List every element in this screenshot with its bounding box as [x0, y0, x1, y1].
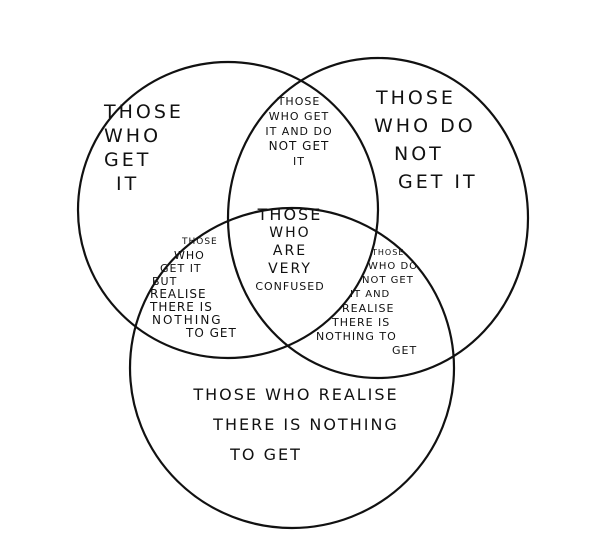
circle-those-who-realise-nothing-to-get — [128, 206, 456, 530]
region-line: REALISE — [150, 287, 207, 301]
region-line: TO GET — [186, 326, 237, 340]
region-line: WHO DO — [374, 115, 476, 137]
region-line: THOSE — [182, 237, 218, 247]
region-line: GET — [392, 344, 418, 357]
region-line: IT AND — [350, 289, 391, 300]
region-label-do-not-get-it-and-realise: THOSE WHO DO NOT GET IT AND REALISE THER… — [316, 246, 418, 358]
circle-those-who-get-it — [76, 60, 380, 360]
region-line: THERE IS NOTHING — [213, 415, 399, 434]
region-line: THOSE WHO REALISE — [193, 385, 399, 404]
region-label-those-who-are-very-confused: THOSE WHO ARE VERY CONFUSED — [240, 206, 340, 296]
region-line: REALISE — [342, 302, 395, 315]
region-line: NOT GET — [362, 275, 414, 286]
region-line: VERY — [268, 261, 312, 277]
region-line: NOT GET — [268, 139, 330, 153]
region-line: THOSE — [376, 87, 456, 109]
region-line: WHO — [269, 225, 311, 241]
region-line: NOTHING — [152, 313, 223, 327]
region-line: THOSE — [257, 205, 323, 224]
region-line: THERE IS — [332, 316, 391, 329]
region-line: GET IT — [160, 262, 202, 275]
region-line: TO GET — [230, 445, 302, 464]
region-line: IT AND DO — [265, 125, 333, 138]
region-line: NOT — [394, 143, 444, 165]
region-line: WHO GET — [268, 110, 330, 123]
region-line: THERE IS — [150, 300, 213, 314]
region-line: WHO — [174, 249, 205, 262]
region-line: GET — [104, 149, 152, 171]
region-line: THOSE — [104, 101, 184, 123]
region-line: IT — [293, 155, 305, 168]
region-label-get-it-and-do-not-get-it: THOSE WHO GET IT AND DO NOT GET IT — [244, 94, 354, 169]
region-line: BUT — [152, 275, 178, 288]
region-label-get-it-but-realise-nothing-to-get: THOSE WHO GET IT BUT REALISE THERE IS NO… — [150, 236, 237, 340]
region-label-those-who-do-not-get-it: THOSE WHO DO NOT GET IT — [374, 84, 478, 196]
region-label-those-who-get-it: THOSE WHO GET IT — [104, 100, 184, 196]
region-line: IT — [116, 173, 140, 195]
region-line: ARE — [272, 243, 308, 259]
region-line: THOSE — [372, 248, 405, 257]
region-line: NOTHING TO — [316, 330, 397, 343]
region-line: WHO DO — [368, 261, 419, 272]
region-line: GET IT — [398, 171, 478, 193]
region-line: WHO — [104, 125, 162, 147]
region-label-those-who-realise-there-is-nothing-to-get: THOSE WHO REALISE THERE IS NOTHING TO GE… — [146, 380, 446, 470]
circle-those-who-do-not-get-it — [226, 56, 530, 380]
region-line: THOSE — [277, 95, 321, 108]
region-line: CONFUSED — [255, 280, 325, 293]
